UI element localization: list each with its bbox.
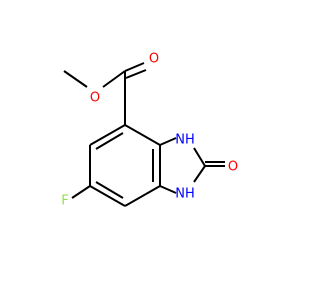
bond-ring-c3a-c4 [124, 124, 161, 146]
bond-carbonyl-c-o-double-a [124, 62, 145, 72]
bond-carbonyl-c-o-double-b [125, 69, 147, 79]
bond-c3a-nh-top [159, 137, 177, 146]
nh-bottom-label: NH [175, 187, 195, 202]
fluorine-label: F [61, 194, 68, 209]
bond-o-carbonyl-c [102, 70, 126, 88]
bond-ring-c6-c7 [89, 185, 126, 207]
urea-oxygen-label: O [228, 160, 238, 175]
bond-ring-c6-c7-inner [95, 181, 124, 199]
bond-c2-nh-bottom [193, 165, 206, 183]
nh-top-label: NH [175, 133, 195, 148]
bond-ring-c7-c7a [124, 185, 161, 207]
molecule-structure: O O NH NH O F [61, 52, 238, 209]
carbonyl-oxygen-label: O [149, 52, 159, 67]
bond-nh-bottom-c7a [159, 185, 177, 194]
ester-oxygen-label: O [90, 91, 100, 106]
bond-ring-c4-c5 [89, 124, 126, 146]
molecule-canvas: O O NH NH O F [61, 51, 239, 209]
bond-c6-f [71, 185, 91, 199]
bond-nh-top-c2 [193, 147, 206, 167]
bond-ring-c4-c5-inner [95, 132, 124, 150]
bond-methyl-o [63, 70, 88, 88]
